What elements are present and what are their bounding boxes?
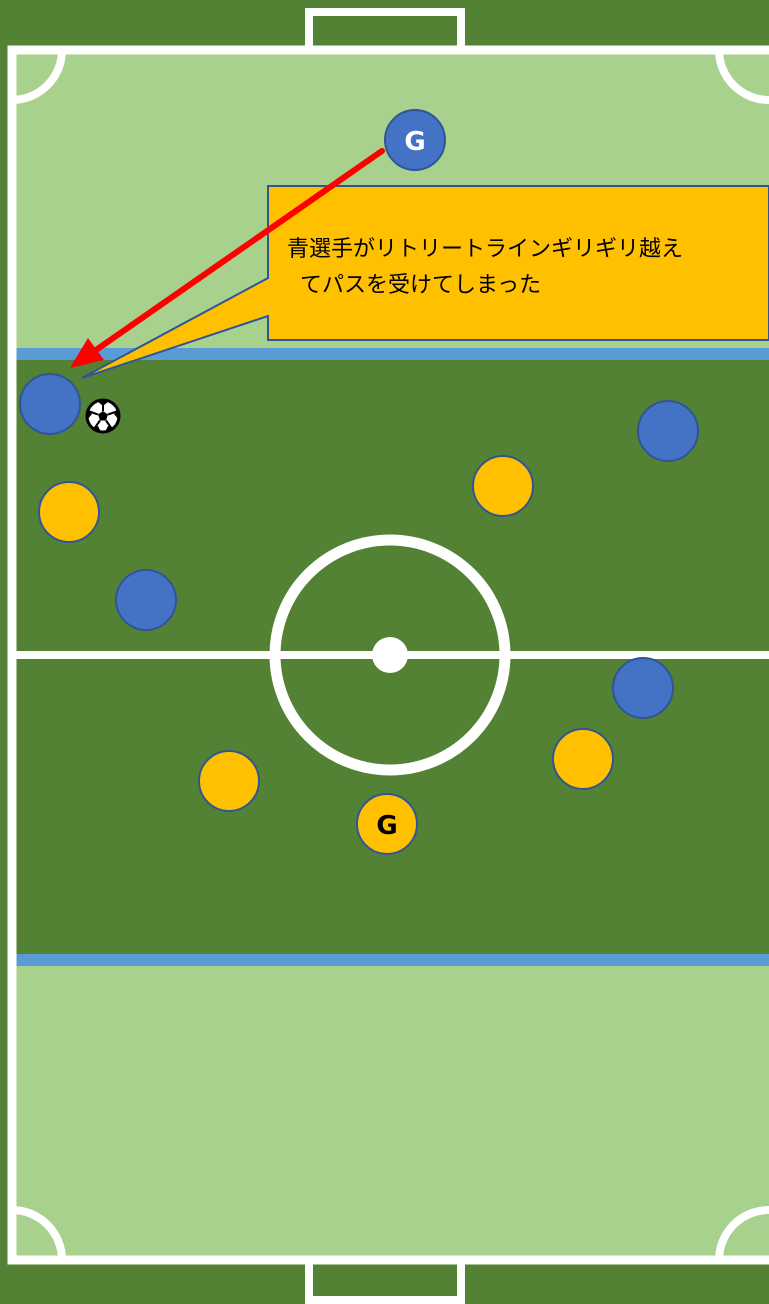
goalkeeper-yellow-circle bbox=[356, 793, 418, 855]
goalkeeper-blue-label: G bbox=[404, 127, 425, 157]
blue-player bbox=[612, 657, 674, 719]
blue-player-receiver bbox=[19, 373, 81, 435]
yellow-player bbox=[38, 481, 100, 543]
yellow-player bbox=[472, 455, 534, 517]
corner-arc-top-left bbox=[11, 49, 66, 104]
blue-player bbox=[637, 400, 699, 462]
center-circle bbox=[269, 534, 511, 776]
pass-arrow bbox=[70, 148, 385, 368]
callout: 青選手がリトリートラインギリギリ越え てパスを受けてしまった bbox=[81, 185, 769, 379]
yellow-player bbox=[198, 750, 260, 812]
center-spot bbox=[372, 637, 408, 673]
goalkeeper-blue: G bbox=[384, 109, 446, 171]
goalkeeper-blue-circle bbox=[384, 109, 446, 171]
corner-arc-bottom-left bbox=[11, 1206, 66, 1261]
corner-arc-top-right bbox=[715, 49, 769, 104]
goalkeeper-yellow: G bbox=[356, 793, 418, 855]
pass-arrow-head bbox=[70, 338, 104, 368]
soccer-ball-icon bbox=[85, 398, 121, 434]
top-retreat-line bbox=[12, 348, 769, 360]
pass-arrow-shaft bbox=[93, 148, 385, 353]
goalkeeper-yellow-label: G bbox=[376, 811, 397, 841]
callout-line-2: てパスを受けてしまった bbox=[300, 273, 541, 298]
callout-box bbox=[81, 185, 769, 379]
bottom-retreat-zone bbox=[12, 960, 769, 1260]
corner-arc-bottom-right bbox=[715, 1206, 769, 1261]
bottom-retreat-line bbox=[12, 954, 769, 966]
yellow-player bbox=[552, 728, 614, 790]
blue-player bbox=[115, 569, 177, 631]
callout-line-1: 青選手がリトリートラインギリギリ越え bbox=[287, 237, 683, 262]
